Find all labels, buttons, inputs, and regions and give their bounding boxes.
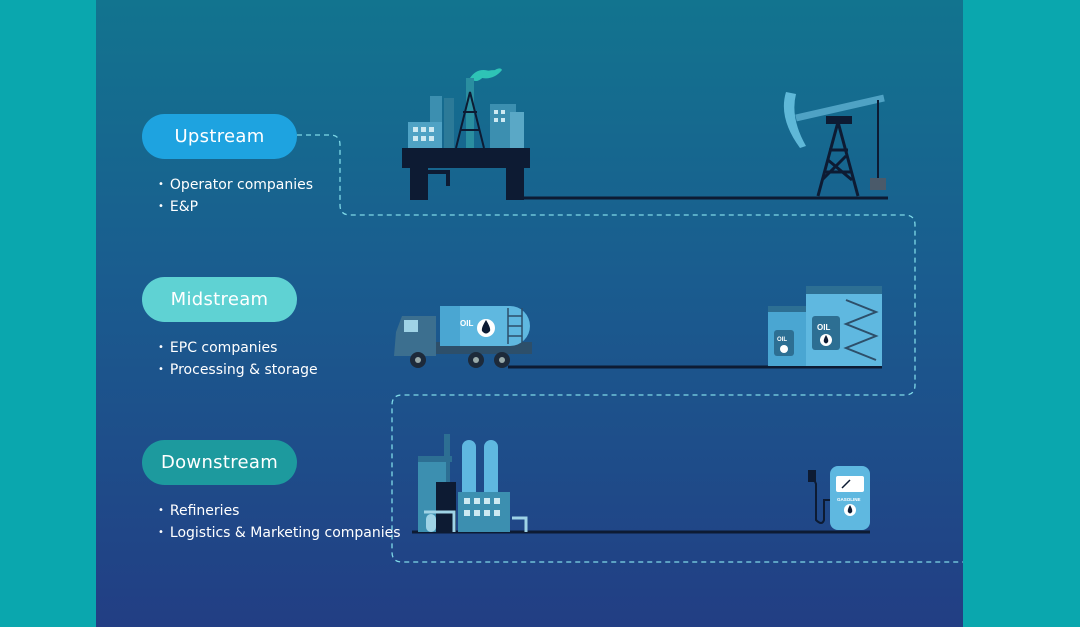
- tank-big-label: OIL: [817, 323, 830, 332]
- tanker-oil-label: OIL: [460, 319, 473, 328]
- tank-small-label: OIL: [777, 337, 787, 343]
- midstream-pill: Midstream: [142, 277, 297, 322]
- list-item: E&P: [158, 196, 313, 218]
- list-item: Logistics & Marketing companies: [158, 522, 401, 544]
- list-item: Refineries: [158, 500, 401, 522]
- offshore-platform-icon: [402, 68, 530, 200]
- upstream-list: Operator companies E&P: [158, 174, 313, 218]
- pumpjack-icon: [783, 92, 886, 197]
- downstream-list: Refineries Logistics & Marketing compani…: [158, 500, 401, 544]
- pump-gasoline-label: GASOLINE: [837, 497, 861, 502]
- upstream-pill: Upstream: [142, 114, 297, 159]
- refinery-icon: [418, 434, 528, 532]
- storage-tanks-icon: OIL OIL: [768, 286, 882, 366]
- midstream-list: EPC companies Processing & storage: [158, 337, 318, 381]
- gas-pump-icon: GASOLINE: [808, 466, 870, 530]
- downstream-label: Downstream: [160, 452, 279, 473]
- oil-tanker-truck-icon: OIL: [394, 306, 532, 368]
- list-item: Operator companies: [158, 174, 313, 196]
- midstream-label: Midstream: [170, 289, 269, 310]
- list-item: Processing & storage: [158, 359, 318, 381]
- upstream-label: Upstream: [174, 126, 265, 147]
- list-item: EPC companies: [158, 337, 318, 359]
- downstream-pill: Downstream: [142, 440, 297, 485]
